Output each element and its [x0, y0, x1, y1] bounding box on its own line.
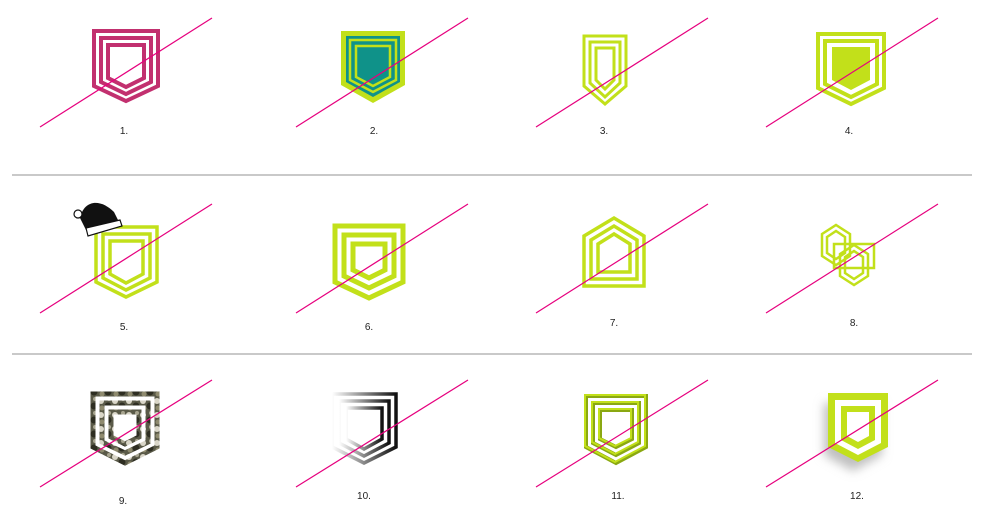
strike-line [535, 379, 709, 488]
variant-caption: 9. [118, 496, 128, 507]
row-divider-1 [12, 174, 972, 176]
logo-variant-1: 1. [0, 0, 246, 175]
strike-line [295, 17, 469, 128]
strike-line [295, 379, 469, 488]
logo-variant-9: 9. [0, 355, 246, 529]
shield-logo-shadow [765, 379, 939, 488]
strike-line [535, 203, 709, 314]
shield-logo-santa-hat [39, 202, 213, 314]
santa-hat-icon [73, 202, 123, 237]
logo-variant-5: 5. [0, 176, 246, 353]
logo-variant-4: 4. [738, 0, 984, 175]
shield-logo-magenta [39, 17, 213, 128]
shield-logo-narrow [535, 17, 709, 128]
variant-caption: 1. [119, 126, 129, 137]
shield-logo-teal [295, 17, 469, 128]
logo-variant-7: 7. [492, 176, 738, 353]
shield-logo-3d [535, 379, 709, 488]
variant-caption: 12. [850, 491, 864, 502]
logo-variant-8: 8. [738, 176, 984, 353]
row-divider-2 [12, 353, 972, 355]
strike-line [765, 379, 939, 488]
logo-variant-10: 10. [246, 355, 492, 529]
shield-logo-square [295, 203, 469, 314]
variant-caption: 6. [364, 322, 374, 333]
logo-variant-3: 3. [492, 0, 738, 175]
variant-caption: 8. [849, 318, 859, 329]
variant-caption: 4. [844, 126, 854, 137]
strike-line [295, 203, 469, 314]
strike-line [39, 203, 213, 314]
strike-line [765, 203, 939, 314]
variant-caption: 5. [119, 322, 129, 333]
variant-caption: 2. [369, 126, 379, 137]
house-logo [535, 203, 709, 314]
strike-line [39, 379, 213, 488]
variant-caption: 10. [357, 491, 371, 502]
strike-line [535, 17, 709, 128]
shield-logo-grayscale [295, 379, 469, 488]
logo-variant-2: 2. [246, 0, 492, 175]
variant-caption: 11. [611, 491, 625, 502]
strike-line [39, 17, 213, 128]
shield-logo-camouflage [39, 379, 213, 488]
variant-caption: 3. [599, 126, 609, 137]
strike-line [765, 17, 939, 128]
logo-variant-12: 12. [738, 355, 984, 529]
logo-variant-6: 6. [246, 176, 492, 353]
logo-variant-11: 11. [492, 355, 738, 529]
variant-caption: 7. [609, 318, 619, 329]
shield-logo-filled [765, 17, 939, 128]
interlocked-hexagons-logo [765, 203, 939, 314]
